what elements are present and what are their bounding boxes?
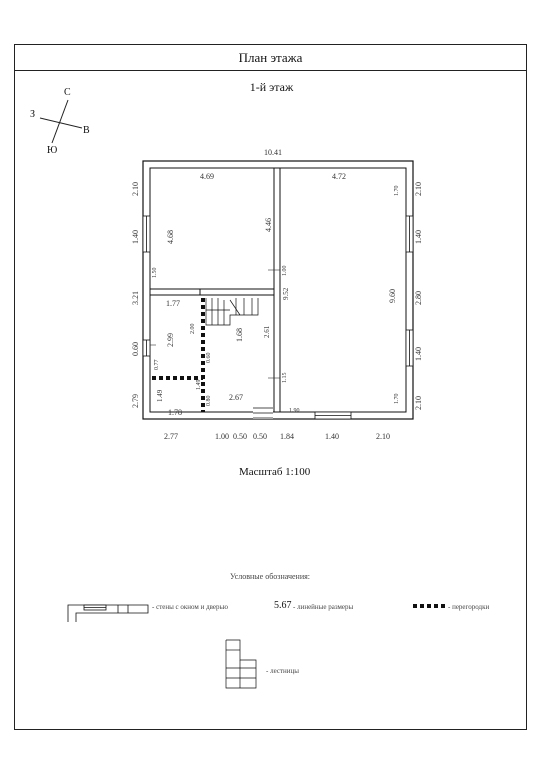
r1-left-dim: 4.68	[166, 230, 175, 244]
hall-dim-b: 2.61	[263, 325, 271, 338]
entrance	[253, 405, 273, 419]
r2-top-dim: 4.72	[332, 172, 346, 181]
left-dim-5: 2.79	[131, 394, 140, 408]
r3-top-dim: 1.77	[166, 299, 180, 308]
partition-lines	[152, 298, 205, 412]
legend-stairs-sample	[225, 639, 257, 689]
legend-dim-text: - линейные размеры	[293, 603, 354, 611]
legend-sample-dim: 5.67	[274, 600, 292, 611]
legend-stairs-text: - лестницы	[266, 667, 299, 675]
compass-north: С	[64, 87, 71, 98]
bottom-dim-2: 1.00	[215, 432, 229, 441]
legend-wall-text: - стены с окном и дверью	[152, 603, 228, 611]
right-dim-2: 1.40	[414, 230, 423, 244]
r1-right-dim: 4.46	[264, 218, 273, 232]
right-dim-4: 1.40	[414, 347, 423, 361]
drawing-sheet: План этажа	[14, 44, 527, 730]
r2-door-dim: 1.00	[282, 265, 288, 277]
r1-small-dim: 1.50	[152, 267, 158, 279]
r2-right-b: 1.70	[394, 393, 400, 405]
left-dim-2: 1.40	[131, 230, 140, 244]
bottom-dim-5: 1.84	[280, 432, 294, 441]
compass-south: Ю	[47, 145, 58, 156]
hall-dim-a: 1.68	[235, 328, 244, 342]
r3-stair-dim: 2.00	[190, 323, 196, 335]
compass-west: З	[30, 109, 36, 120]
dim-ticks	[150, 269, 280, 379]
sheet-title: План этажа	[15, 45, 526, 71]
left-dim-4: 0.60	[131, 342, 140, 356]
legend-partition-text: - перегородки	[448, 603, 490, 611]
b-dim-b: 0.60	[206, 352, 212, 364]
b-dim-e: 0.80	[206, 395, 212, 407]
bottom-dim-7: 2.10	[376, 432, 390, 441]
r3-side-dim: 2.99	[166, 333, 175, 347]
right-dim-3: 2.80	[414, 291, 423, 305]
right-dim-1: 2.10	[414, 182, 423, 196]
compass-icon	[39, 99, 83, 144]
r1-top-dim: 4.69	[200, 172, 214, 181]
legend-wall-sample	[67, 604, 149, 622]
left-dim-1: 2.10	[131, 182, 140, 196]
scale-label: Масштаб 1:100	[239, 466, 311, 478]
room-outlines	[149, 167, 275, 290]
compass-east: В	[83, 125, 90, 136]
interior-walls	[149, 167, 281, 413]
r2-left-dim: 9.52	[282, 287, 290, 300]
b-bottom-dim: 1.78	[168, 408, 182, 417]
bottom-dim-6: 1.40	[325, 432, 339, 441]
left-dim-3: 3.21	[131, 291, 140, 305]
overall-width: 10.41	[264, 148, 282, 157]
r2-right-a: 1.70	[394, 185, 400, 197]
hall-door-dim: 1.15	[282, 372, 288, 384]
right-dim-5: 2.10	[414, 396, 423, 410]
bottom-dim-4: 0.50	[253, 432, 267, 441]
r2-bottom-dim: 1.90	[289, 408, 300, 414]
bottom-dim-3: 0.50	[233, 432, 247, 441]
floor-label: 1-й этаж	[249, 80, 294, 94]
b-dim-c: 1.49	[196, 379, 202, 391]
window-marks	[142, 215, 414, 420]
b-dim-d: 1.49	[156, 389, 164, 402]
r2-height-dim: 9.60	[388, 289, 397, 303]
b-dim-a: 0.77	[154, 359, 160, 371]
staircase	[205, 298, 259, 326]
bottom-dim-1: 2.77	[164, 432, 178, 441]
legend-heading: Условные обозначения:	[230, 572, 311, 581]
hall-bottom-dim: 2.67	[229, 393, 243, 402]
